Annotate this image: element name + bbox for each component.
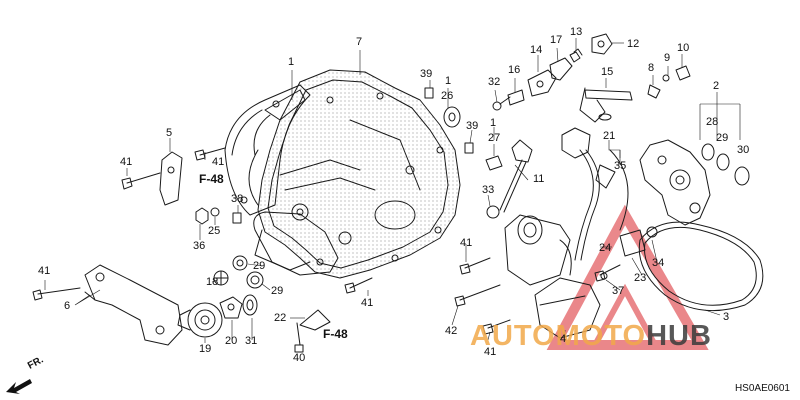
seals-28-29-30: [701, 143, 750, 186]
callout-label: 33: [482, 184, 495, 196]
switch-14: [527, 69, 557, 97]
callout-label: 5: [166, 127, 173, 139]
callout-label: 19: [199, 343, 212, 355]
callout-label: 6: [64, 300, 71, 312]
wire-harness: [609, 149, 629, 231]
callout-label: 16: [508, 64, 521, 76]
oil-pump-2: [639, 139, 711, 226]
callout-label: 17: [550, 34, 563, 46]
callout-label: 23: [634, 272, 647, 284]
bracket-6: [84, 264, 183, 346]
callout-label: 29: [253, 260, 266, 272]
bracket-5: [159, 151, 183, 206]
spring-13: [569, 48, 583, 63]
shaft-15: [579, 87, 633, 123]
cover-plate-4: [534, 277, 601, 339]
callout-label: 40: [293, 352, 306, 364]
callout-label: 26: [441, 90, 454, 102]
callout-label: 32: [488, 76, 501, 88]
callout-label: 8: [648, 62, 655, 74]
callout-label: 41: [38, 265, 51, 277]
lever-12: [591, 33, 613, 55]
callout-label: 41: [484, 346, 497, 358]
callout-label: 34: [652, 257, 665, 269]
callout-label: 21: [603, 130, 616, 142]
callout-label: 29: [271, 285, 284, 297]
callout-label: 36: [193, 240, 206, 252]
bearing-31: [242, 294, 258, 316]
nut-10: [675, 65, 691, 81]
callout-label: 24: [599, 242, 612, 254]
callout-label: 22: [274, 312, 287, 324]
callout-label: 31: [245, 335, 258, 347]
callout-label: 39: [466, 120, 479, 132]
callout-label: 28: [706, 116, 719, 128]
callout-label: 3: [723, 311, 730, 323]
callout-label: 1: [490, 117, 497, 129]
bolts: [32, 147, 621, 353]
washer-9: [662, 74, 670, 82]
bearing-26: [443, 106, 461, 128]
leader-lines: [44, 38, 741, 343]
callout-label: 2: [713, 80, 720, 92]
watermark-triangle: [546, 204, 709, 350]
reference-label: F-48: [323, 327, 348, 341]
callout-label: 37: [612, 285, 625, 297]
callout-label: 10: [677, 42, 690, 54]
clip-22: [299, 309, 331, 331]
seal-32: [492, 101, 502, 111]
callout-label: 12: [627, 38, 640, 50]
callout-label: 4: [560, 333, 567, 345]
reference-label: F-48: [199, 172, 224, 186]
callout-label: 27: [488, 132, 501, 144]
shift-motor: [504, 214, 572, 286]
callout-label: 38: [231, 193, 244, 205]
callout-label: 18: [206, 276, 219, 288]
callout-label: 1: [445, 75, 452, 87]
gear-19: [177, 302, 223, 338]
rear-crankcase-cover: [248, 69, 461, 279]
gasket: [253, 211, 339, 276]
oring-33: [486, 205, 500, 219]
callout-label: 15: [601, 66, 614, 78]
plug-37: [600, 272, 608, 280]
shift-sensor-21: [561, 127, 600, 261]
callout-label: 14: [530, 44, 543, 56]
dipstick-11: [499, 139, 533, 213]
gear-29: [232, 255, 264, 289]
callout-label: 39: [420, 68, 433, 80]
callout-label: 30: [737, 144, 750, 156]
callout-label: 41: [120, 156, 133, 168]
drawing-code: HS0AE0601: [734, 383, 790, 394]
callout-label: 29: [716, 132, 729, 144]
callout-label: 20: [225, 335, 238, 347]
nut-36: [195, 207, 209, 225]
callout-label: 25: [208, 225, 221, 237]
front-direction-arrow: [6, 379, 32, 394]
plug-16: [499, 89, 525, 106]
callout-label: 42: [445, 325, 458, 337]
arm-17: [549, 57, 573, 81]
callout-label: 1: [288, 56, 295, 68]
plate-20: [219, 296, 243, 319]
seal-27: [485, 155, 503, 171]
gasket-3: [638, 221, 764, 312]
callout-label: 41: [361, 297, 374, 309]
callout-label: 13: [570, 26, 583, 38]
dowel-38: [232, 212, 242, 224]
rear-case-cover: [224, 84, 311, 216]
gear-18: [213, 270, 229, 286]
callout-label: 9: [664, 52, 671, 64]
callout-label: 41: [460, 237, 473, 249]
bolt-8: [647, 84, 661, 99]
dowel-39: [424, 87, 434, 99]
washer-25: [210, 207, 220, 217]
callout-label: 41: [212, 156, 225, 168]
callout-label: 35: [614, 160, 627, 172]
callout-label: 11: [533, 173, 545, 185]
watermark: AUTOMOTOHUB: [470, 320, 712, 352]
callout-label: 7: [356, 36, 363, 48]
